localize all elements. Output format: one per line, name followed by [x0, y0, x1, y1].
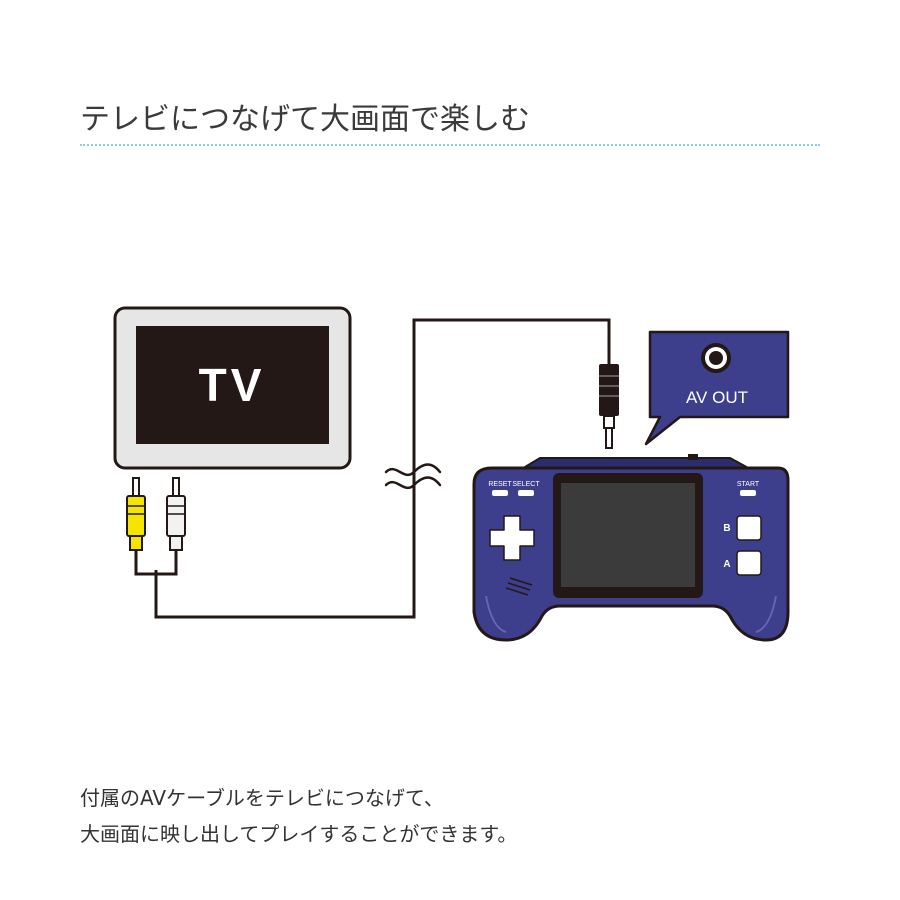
console-screen	[561, 483, 695, 587]
b-button[interactable]	[736, 515, 762, 541]
reset-button[interactable]	[492, 490, 508, 496]
av-out-callout: AV OUT	[644, 330, 790, 446]
av-plug	[599, 364, 619, 449]
handheld-console: RESET SELECT START B A	[472, 454, 790, 642]
speaker-grille-icon	[505, 577, 533, 596]
a-button[interactable]	[736, 550, 762, 576]
page-title: テレビにつなげて大画面で楽しむ	[80, 102, 530, 137]
a-label: A	[723, 559, 730, 570]
dpad-icon[interactable]	[489, 515, 535, 561]
start-button[interactable]	[740, 490, 756, 496]
rca-plug-white	[166, 477, 186, 551]
av-out-label: AV OUT	[686, 388, 748, 407]
select-button[interactable]	[518, 490, 534, 496]
description: 付属のAVケーブルをテレビにつなげて、 大画面に映し出してプレイすることができま…	[80, 780, 820, 852]
b-label: B	[723, 523, 730, 534]
reset-label: RESET	[488, 481, 512, 488]
console-port-nub	[688, 454, 698, 460]
callout-bubble	[644, 330, 790, 446]
title-divider	[80, 144, 820, 146]
tv-label: TV	[199, 359, 266, 411]
select-label: SELECT	[512, 481, 540, 488]
cable-fork	[134, 548, 178, 576]
av-port-icon	[701, 343, 731, 373]
description-line-1: 付属のAVケーブルをテレビにつなげて、	[80, 786, 444, 810]
description-line-2: 大画面に映し出してプレイすることができます。	[80, 822, 518, 846]
av-cable	[134, 318, 611, 619]
start-label: START	[737, 481, 760, 488]
wavy-break-icon	[384, 463, 442, 490]
tv-screen	[136, 326, 329, 444]
cable-line-main	[154, 318, 611, 619]
tv: TV	[113, 306, 352, 470]
rca-plug-yellow	[126, 477, 146, 551]
